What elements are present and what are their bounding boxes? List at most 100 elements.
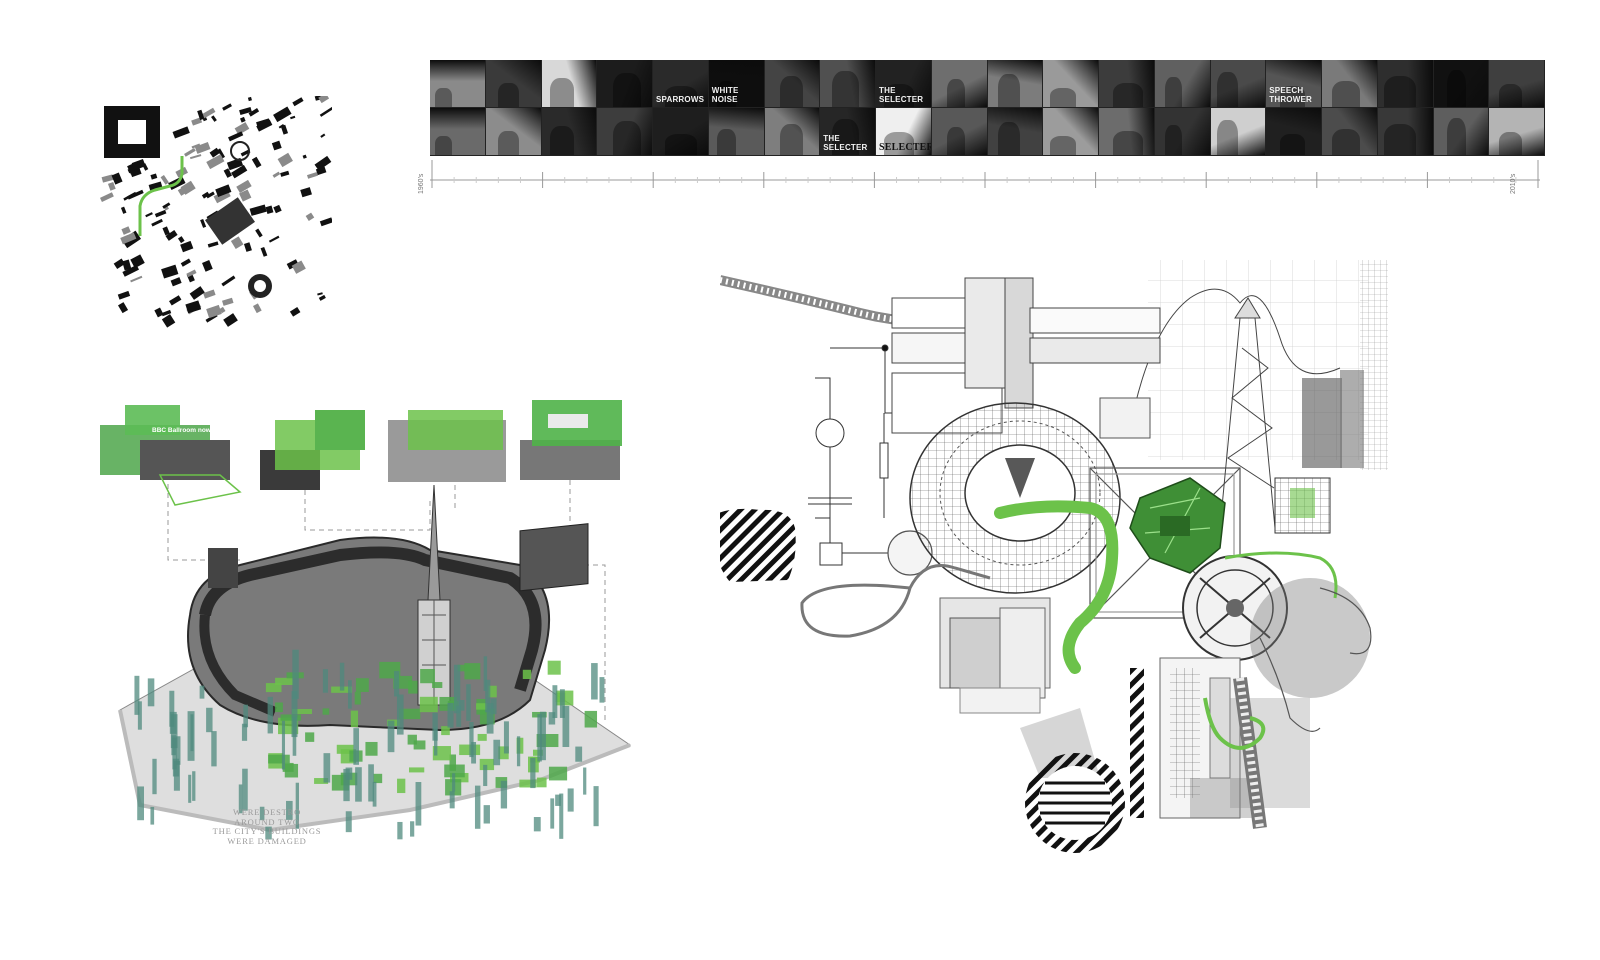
teal-extrusion (394, 671, 400, 697)
memorial-line: WERE DESTRO (232, 807, 302, 817)
green-tube (994, 500, 1119, 674)
building-footprint (111, 172, 123, 185)
teal-extrusion (415, 782, 422, 826)
teal-extrusion (432, 712, 438, 741)
building-footprint (260, 246, 268, 257)
green-block (305, 732, 315, 742)
teal-extrusion (539, 711, 546, 761)
teal-extrusion (453, 664, 461, 714)
teal-extrusion (295, 782, 299, 829)
poster-photo (931, 60, 988, 108)
building-footprint (291, 260, 306, 274)
building-footprint (202, 260, 213, 272)
building-footprint (191, 117, 203, 126)
teal-extrusion (533, 817, 541, 832)
teal-extrusion (339, 662, 345, 691)
memorial-line: WERE DAMAGED (227, 835, 307, 846)
green-block (413, 740, 426, 750)
hatched-blob (720, 508, 796, 582)
building-footprint (249, 204, 267, 216)
street-photo (931, 108, 988, 156)
building-footprint (180, 240, 194, 253)
building-footprint (217, 148, 225, 159)
building-footprint (211, 115, 217, 122)
photo-card-1: BBC Ballroom now a library (100, 405, 242, 506)
green-block (407, 734, 417, 745)
building-footprint (289, 306, 301, 317)
record-cover-photo: SPARROWS (653, 60, 709, 108)
building-footprint (189, 286, 205, 300)
building-footprint (145, 212, 153, 218)
teal-extrusion (322, 669, 329, 693)
teal-extrusion (434, 727, 438, 756)
teal-extrusion (474, 785, 481, 829)
group-photo (820, 60, 876, 108)
green-block (399, 708, 421, 720)
teal-extrusion (486, 703, 494, 734)
teal-extrusion (537, 714, 542, 762)
building-footprint (117, 302, 129, 314)
green-block (441, 726, 450, 736)
building-footprint (161, 309, 172, 317)
green-block (519, 779, 537, 788)
shadow-column (1302, 378, 1342, 468)
building-footprint (197, 109, 205, 121)
pattern-photo (1099, 108, 1155, 156)
green-block (537, 777, 547, 788)
portrait-photo (708, 108, 765, 156)
green-block (355, 678, 369, 692)
building-footprint (123, 191, 137, 201)
street-photo (430, 108, 486, 156)
building-footprint (161, 314, 176, 328)
wire-mesh-torus (909, 402, 1121, 594)
building-footprint (271, 140, 282, 151)
lattice-tower (1219, 297, 1276, 529)
timeline-axis (430, 160, 1540, 188)
site-plan-cathedral (205, 197, 255, 245)
building-footprint (121, 226, 131, 235)
teal-extrusion (599, 677, 605, 703)
landscape-photo (1043, 60, 1099, 108)
building-footprint (131, 158, 146, 171)
building-footprint (219, 306, 226, 314)
building-footprint (130, 275, 143, 283)
photo-card-4 (520, 400, 622, 480)
teal-extrusion (137, 786, 145, 821)
teal-extrusion (447, 702, 454, 728)
building-footprint (268, 235, 280, 243)
building-footprint (272, 171, 281, 178)
rocket-launch-photo (430, 60, 486, 108)
building-footprint (243, 242, 252, 252)
teal-extrusion (192, 771, 196, 801)
teal-extrusion (243, 704, 249, 728)
photo-card-caption: BBC Ballroom now a library (152, 427, 238, 434)
green-block (444, 764, 465, 778)
teal-extrusion (591, 663, 598, 700)
teal-extrusion (583, 767, 587, 795)
building-footprint (207, 241, 219, 248)
teal-extrusion (548, 712, 556, 725)
teal-extrusion (172, 737, 177, 770)
teal-extrusion (137, 701, 142, 730)
teal-extrusion (387, 720, 395, 753)
building-footprint (120, 232, 137, 245)
teal-extrusion (503, 721, 509, 754)
building-footprint (122, 264, 139, 277)
teal-extrusion (368, 764, 374, 802)
building-footprint (201, 191, 210, 199)
building-footprint (180, 258, 191, 267)
record-cover-photo: WHITE NOISE (708, 60, 765, 108)
building-footprint (206, 191, 215, 199)
building-footprint (248, 108, 260, 117)
building-footprint (127, 189, 144, 200)
building-footprint (122, 259, 132, 271)
building-footprint (169, 295, 182, 306)
teal-extrusion (471, 741, 477, 764)
building-footprint (305, 212, 315, 222)
record-cover-photo (541, 60, 598, 108)
department-store-block (519, 523, 589, 592)
teal-extrusion (147, 678, 155, 707)
group-photo (1377, 108, 1434, 156)
building-footprint (302, 154, 307, 159)
building-footprint (290, 115, 296, 120)
